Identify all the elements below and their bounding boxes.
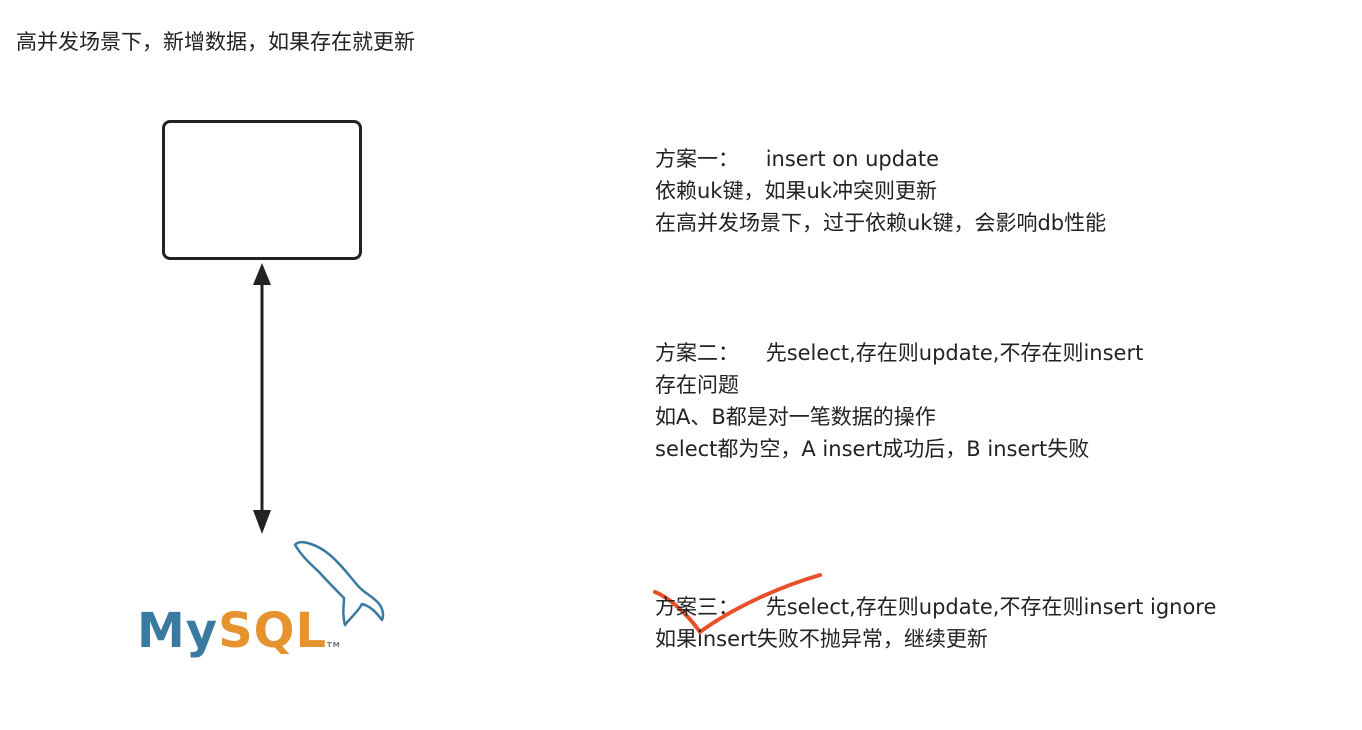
bidirectional-arrow [253, 263, 271, 534]
application-box [162, 120, 362, 260]
plan-line: 方案一： insert on update [655, 147, 940, 171]
red-checkmark [653, 573, 822, 635]
plan-line: 方案二： 先select,存在则update,不存在则insert [655, 341, 1144, 365]
logo-sql: SQL [218, 603, 328, 659]
plan-line: 存在问题 [655, 373, 739, 397]
mysql-logo: MySQLTM [135, 535, 395, 665]
plan-line: 在高并发场景下，过于依赖uk键，会影响db性能 [655, 211, 1107, 235]
logo-my: My [137, 603, 219, 659]
plan-line: 方案三： 先select,存在则update,不存在则insert ignore [655, 595, 1217, 619]
plan-three: 方案三： 先select,存在则update,不存在则insert ignore… [655, 591, 1216, 655]
plan-line: 依赖uk键，如果uk冲突则更新 [655, 179, 937, 203]
diagram-title: 高并发场景下，新增数据，如果存在就更新 [16, 30, 415, 54]
plan-line: select都为空，A insert成功后，B insert失败 [655, 437, 1090, 461]
plan-two: 方案二： 先select,存在则update,不存在则insert 存在问题 如… [655, 337, 1143, 465]
plan-line: 如A、B都是对一笔数据的操作 [655, 405, 936, 429]
logo-tm: TM [327, 641, 341, 649]
dolphin-icon [293, 540, 385, 627]
plan-one: 方案一： insert on update 依赖uk键，如果uk冲突则更新 在高… [655, 143, 1106, 239]
plan-line: 如果insert失败不抛异常，继续更新 [655, 627, 988, 651]
